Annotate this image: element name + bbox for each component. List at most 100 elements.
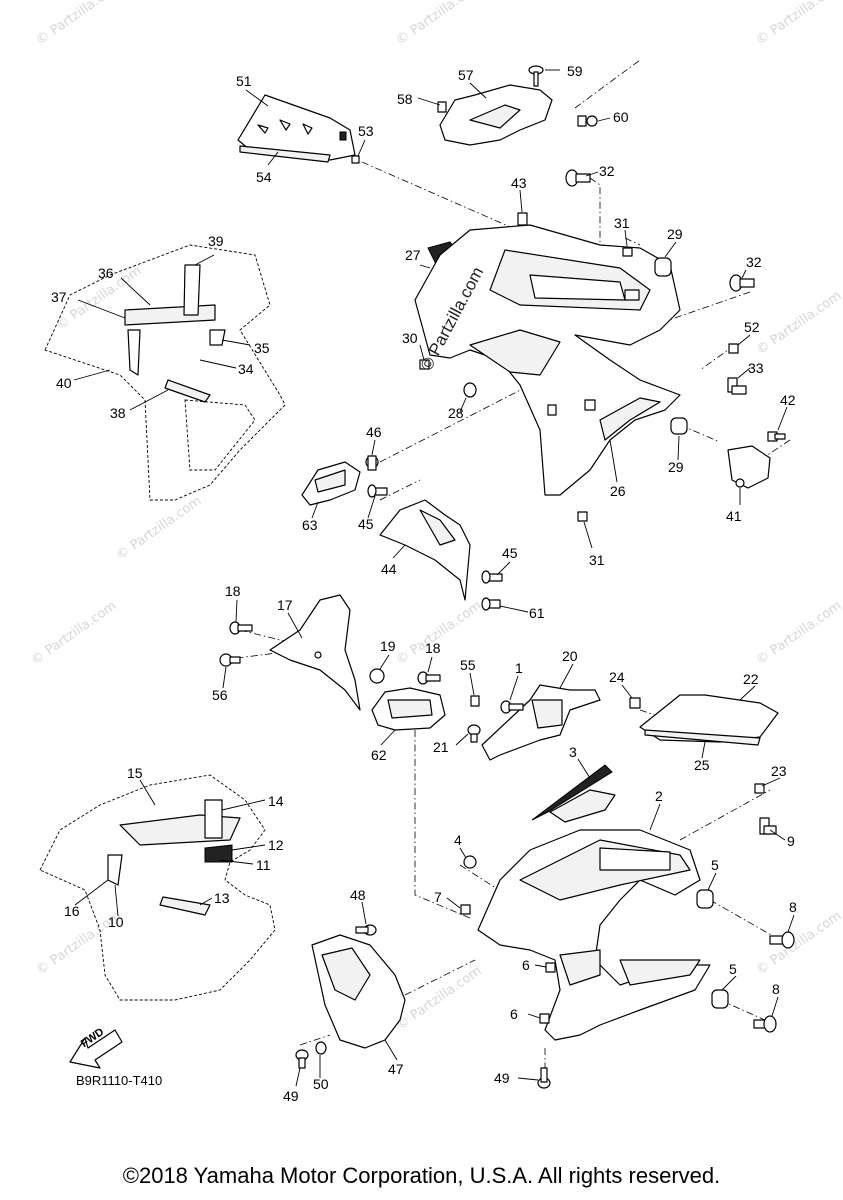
part-19-grommet[interactable] xyxy=(369,668,385,684)
callout-15[interactable]: 15 xyxy=(127,765,143,781)
callout-6[interactable]: 6 xyxy=(522,957,530,973)
callout-44[interactable]: 44 xyxy=(381,561,397,577)
callout-14[interactable]: 14 xyxy=(268,793,284,809)
part-26-upper-cowling[interactable] xyxy=(414,224,681,496)
part-52-nut[interactable] xyxy=(728,343,739,354)
part-55-clip[interactable] xyxy=(470,695,480,707)
callout-38[interactable]: 38 xyxy=(110,405,126,421)
part-6a-clip[interactable] xyxy=(545,962,556,973)
part-18a-bolt[interactable] xyxy=(229,621,253,635)
callout-56[interactable]: 56 xyxy=(212,687,228,703)
part-18b-bolt[interactable] xyxy=(417,671,441,685)
part-22-panel[interactable] xyxy=(639,694,779,746)
part-57-bracket[interactable] xyxy=(439,84,553,146)
callout-31[interactable]: 31 xyxy=(614,215,630,231)
callout-63[interactable]: 63 xyxy=(302,517,318,533)
callout-58[interactable]: 58 xyxy=(397,91,413,107)
callout-45[interactable]: 45 xyxy=(358,516,374,532)
callout-45[interactable]: 45 xyxy=(502,545,518,561)
part-41-bracket[interactable] xyxy=(727,445,771,489)
callout-52[interactable]: 52 xyxy=(744,319,760,335)
callout-7[interactable]: 7 xyxy=(434,889,442,905)
callout-3[interactable]: 3 xyxy=(569,744,577,760)
part-5b-grommet[interactable] xyxy=(711,989,729,1009)
part-5a-grommet[interactable] xyxy=(696,889,714,909)
callout-47[interactable]: 47 xyxy=(388,1061,404,1077)
callout-5[interactable]: 5 xyxy=(711,857,719,873)
part-45a-bolt[interactable] xyxy=(367,484,388,498)
callout-23[interactable]: 23 xyxy=(771,763,787,779)
callout-48[interactable]: 48 xyxy=(350,887,366,903)
callout-30[interactable]: 30 xyxy=(402,330,418,346)
part-49b-screw[interactable] xyxy=(537,1067,551,1089)
callout-37[interactable]: 37 xyxy=(51,289,67,305)
callout-50[interactable]: 50 xyxy=(313,1076,329,1092)
part-43-clip[interactable] xyxy=(517,212,528,226)
part-16-side-cowling-ghost[interactable] xyxy=(39,774,276,1001)
part-40-side-cowling-ghost[interactable] xyxy=(44,244,286,501)
callout-8[interactable]: 8 xyxy=(772,981,780,997)
part-63-stay[interactable] xyxy=(301,461,361,506)
part-61-bolt[interactable] xyxy=(481,597,501,611)
callout-19[interactable]: 19 xyxy=(380,638,396,654)
part-49a-screw[interactable] xyxy=(295,1049,309,1069)
callout-18[interactable]: 18 xyxy=(425,640,441,656)
callout-40[interactable]: 40 xyxy=(56,375,72,391)
part-20-stay[interactable] xyxy=(481,684,601,761)
callout-20[interactable]: 20 xyxy=(562,648,578,664)
callout-54[interactable]: 54 xyxy=(256,169,272,185)
part-48-screw[interactable] xyxy=(355,924,377,936)
callout-41[interactable]: 41 xyxy=(726,508,742,524)
callout-55[interactable]: 55 xyxy=(460,657,476,673)
callout-32[interactable]: 32 xyxy=(599,163,615,179)
callout-21[interactable]: 21 xyxy=(433,739,449,755)
callout-28[interactable]: 28 xyxy=(448,405,464,421)
part-6b-clip[interactable] xyxy=(539,1013,550,1024)
part-56-grommet[interactable] xyxy=(219,653,241,667)
part-23-nut[interactable] xyxy=(754,783,765,794)
callout-29[interactable]: 29 xyxy=(667,226,683,242)
callout-57[interactable]: 57 xyxy=(458,67,474,83)
part-32a-screw[interactable] xyxy=(565,169,591,187)
callout-51[interactable]: 51 xyxy=(236,73,252,89)
callout-16[interactable]: 16 xyxy=(64,903,80,919)
callout-31[interactable]: 31 xyxy=(589,552,605,568)
callout-12[interactable]: 12 xyxy=(268,837,284,853)
part-31a-clip[interactable] xyxy=(622,247,633,257)
callout-27[interactable]: 27 xyxy=(405,247,421,263)
callout-1[interactable]: 1 xyxy=(515,660,523,676)
callout-2[interactable]: 2 xyxy=(655,788,663,804)
callout-5[interactable]: 5 xyxy=(729,961,737,977)
callout-22[interactable]: 22 xyxy=(743,671,759,687)
callout-42[interactable]: 42 xyxy=(780,392,796,408)
callout-10[interactable]: 10 xyxy=(108,914,124,930)
part-53-bolt[interactable] xyxy=(351,155,360,164)
part-33-bolt[interactable] xyxy=(727,377,747,395)
callout-39[interactable]: 39 xyxy=(208,233,224,249)
callout-18[interactable]: 18 xyxy=(225,583,241,599)
callout-61[interactable]: 61 xyxy=(529,605,545,621)
part-3-trim[interactable] xyxy=(531,764,616,823)
callout-6[interactable]: 6 xyxy=(510,1006,518,1022)
part-32b-screw[interactable] xyxy=(729,274,755,292)
part-58-clip[interactable] xyxy=(437,101,447,113)
callout-59[interactable]: 59 xyxy=(567,63,583,79)
part-30-clip[interactable] xyxy=(419,359,430,370)
part-29b-grommet[interactable] xyxy=(670,417,688,435)
callout-8[interactable]: 8 xyxy=(789,899,797,915)
callout-17[interactable]: 17 xyxy=(277,597,293,613)
callout-43[interactable]: 43 xyxy=(511,175,527,191)
part-29a-grommet[interactable] xyxy=(654,257,672,277)
callout-25[interactable]: 25 xyxy=(694,757,710,773)
callout-11[interactable]: 11 xyxy=(256,857,271,873)
part-42-bolt[interactable] xyxy=(767,431,786,442)
part-4-washer[interactable] xyxy=(463,855,477,869)
part-44-inner-panel[interactable] xyxy=(379,499,471,601)
part-50-washer[interactable] xyxy=(315,1041,327,1055)
part-45b-bolt[interactable] xyxy=(481,570,503,584)
callout-4[interactable]: 4 xyxy=(454,832,462,848)
part-1-bolt[interactable] xyxy=(500,700,524,714)
callout-60[interactable]: 60 xyxy=(613,109,629,125)
part-9-bolt[interactable] xyxy=(759,817,777,835)
callout-53[interactable]: 53 xyxy=(358,123,374,139)
